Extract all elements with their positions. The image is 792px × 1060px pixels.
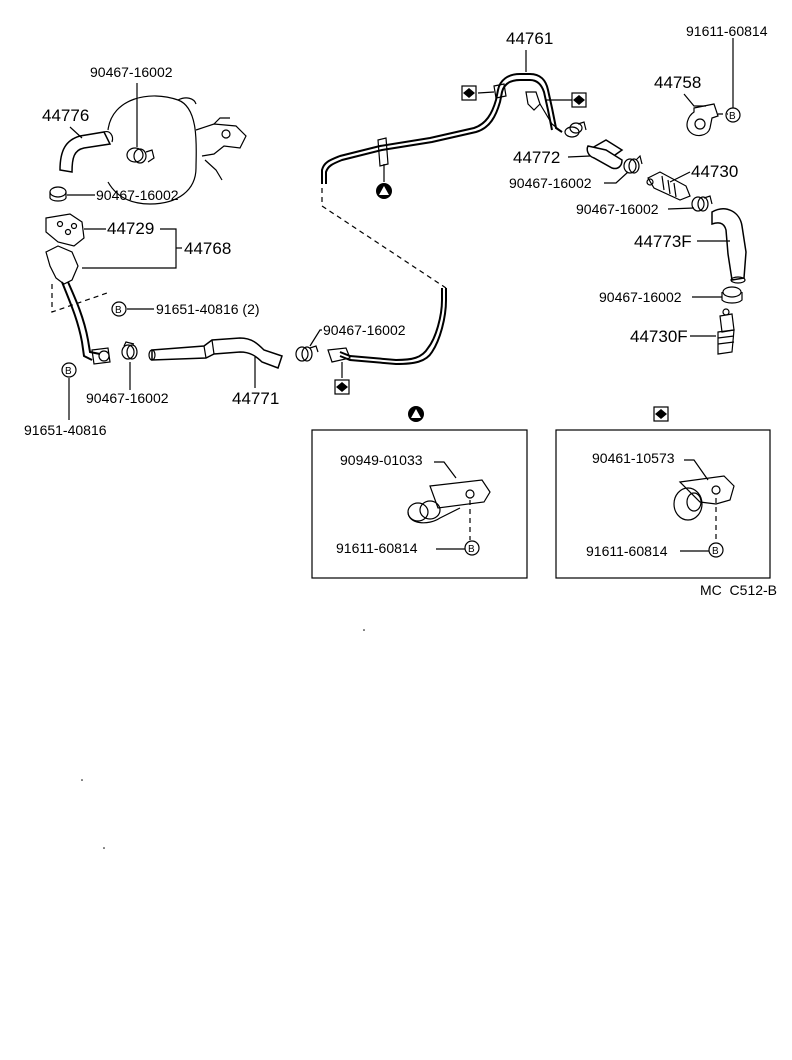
part-number-44768: 44768	[184, 239, 231, 258]
bolt-marker-b: B	[725, 107, 741, 123]
svg-text:B: B	[712, 546, 719, 557]
part-number-44773f: 44773F	[634, 232, 692, 251]
part-number-44771: 44771	[232, 389, 279, 408]
part-number-clamp-4: 90467-16002	[323, 322, 406, 338]
pipe-clip	[327, 347, 351, 378]
part-number-bolt-box-b: 91611-60814	[586, 543, 668, 559]
part-number-clamp-7: 90467-16002	[599, 289, 682, 305]
part-number-44730f: 44730F	[630, 327, 688, 346]
diagram-code: MC C512-B	[700, 582, 777, 598]
triangle-in-circle-icon	[408, 406, 424, 422]
part-number-clamp-top: 90467-16002	[90, 64, 173, 80]
scan-speck	[103, 847, 105, 849]
hose-clamp	[49, 186, 67, 202]
brake-booster	[107, 95, 247, 205]
detail-box-triangle	[311, 429, 528, 579]
bracket-44729	[45, 213, 85, 247]
hose-44773f	[711, 208, 747, 284]
part-number-44729: 44729	[107, 219, 154, 238]
part-number-bolt-box-a: 91611-60814	[336, 540, 418, 556]
bolt-marker-b: B	[708, 542, 724, 558]
triangle-in-circle-icon	[376, 183, 392, 199]
pipe-clamp-90461	[673, 475, 735, 521]
hose-clamp	[121, 341, 138, 360]
diamond-in-square-icon	[461, 85, 477, 101]
scan-speck	[363, 629, 365, 631]
part-number-clamp-90461: 90461-10573	[592, 450, 675, 466]
pipe-clip	[377, 137, 389, 182]
part-number-bolt-2pcs: 91651-40816 (2)	[156, 301, 260, 317]
part-number-44776: 44776	[42, 106, 89, 125]
bolt-marker-b: B	[61, 362, 77, 378]
svg-text:B: B	[468, 544, 475, 555]
diamond-in-square-icon	[571, 92, 587, 108]
svg-text:B: B	[65, 366, 72, 377]
part-number-clamp-2: 90467-16002	[96, 187, 179, 203]
pipe-44761	[321, 73, 563, 366]
hose-clamp	[295, 345, 319, 362]
part-number-clamp-5: 90467-16002	[509, 175, 592, 191]
hose-clamp	[691, 195, 713, 212]
check-valve-44730	[646, 171, 691, 201]
part-number-clamp-3: 90467-16002	[86, 390, 169, 406]
pipe-clip-90949	[407, 479, 491, 524]
hose-clamp	[721, 286, 743, 304]
hose-clamp	[564, 121, 587, 138]
part-number-bolt-top-right: 91611-60814	[686, 23, 768, 39]
part-number-44730: 44730	[691, 162, 738, 181]
svg-text:B: B	[115, 305, 122, 316]
hose-44771	[148, 337, 283, 369]
part-number-bolt: 91651-40816	[24, 422, 107, 438]
detail-box-diamond	[555, 429, 771, 579]
part-number-clip: 90949-01033	[340, 452, 423, 468]
scan-speck	[81, 779, 83, 781]
part-number-clamp-6: 90467-16002	[576, 201, 659, 217]
bolt-marker-b: B	[464, 540, 480, 556]
hose-44772	[586, 139, 624, 170]
hose-44776	[59, 131, 114, 173]
bracket-44768	[45, 245, 111, 365]
diamond-in-square-icon	[334, 379, 350, 395]
pipe-clip	[493, 83, 507, 99]
hose-clamp	[126, 147, 155, 164]
check-valve-44730f	[717, 308, 735, 355]
svg-text:B: B	[729, 111, 736, 122]
hose-clamp	[623, 154, 643, 174]
pipe-clamp-44758	[686, 103, 719, 137]
part-number-44758: 44758	[654, 73, 701, 92]
part-number-44772: 44772	[513, 148, 560, 167]
diamond-in-square-icon	[653, 406, 669, 422]
bolt-marker-b: B	[111, 301, 127, 317]
part-number-44761: 44761	[506, 29, 553, 48]
